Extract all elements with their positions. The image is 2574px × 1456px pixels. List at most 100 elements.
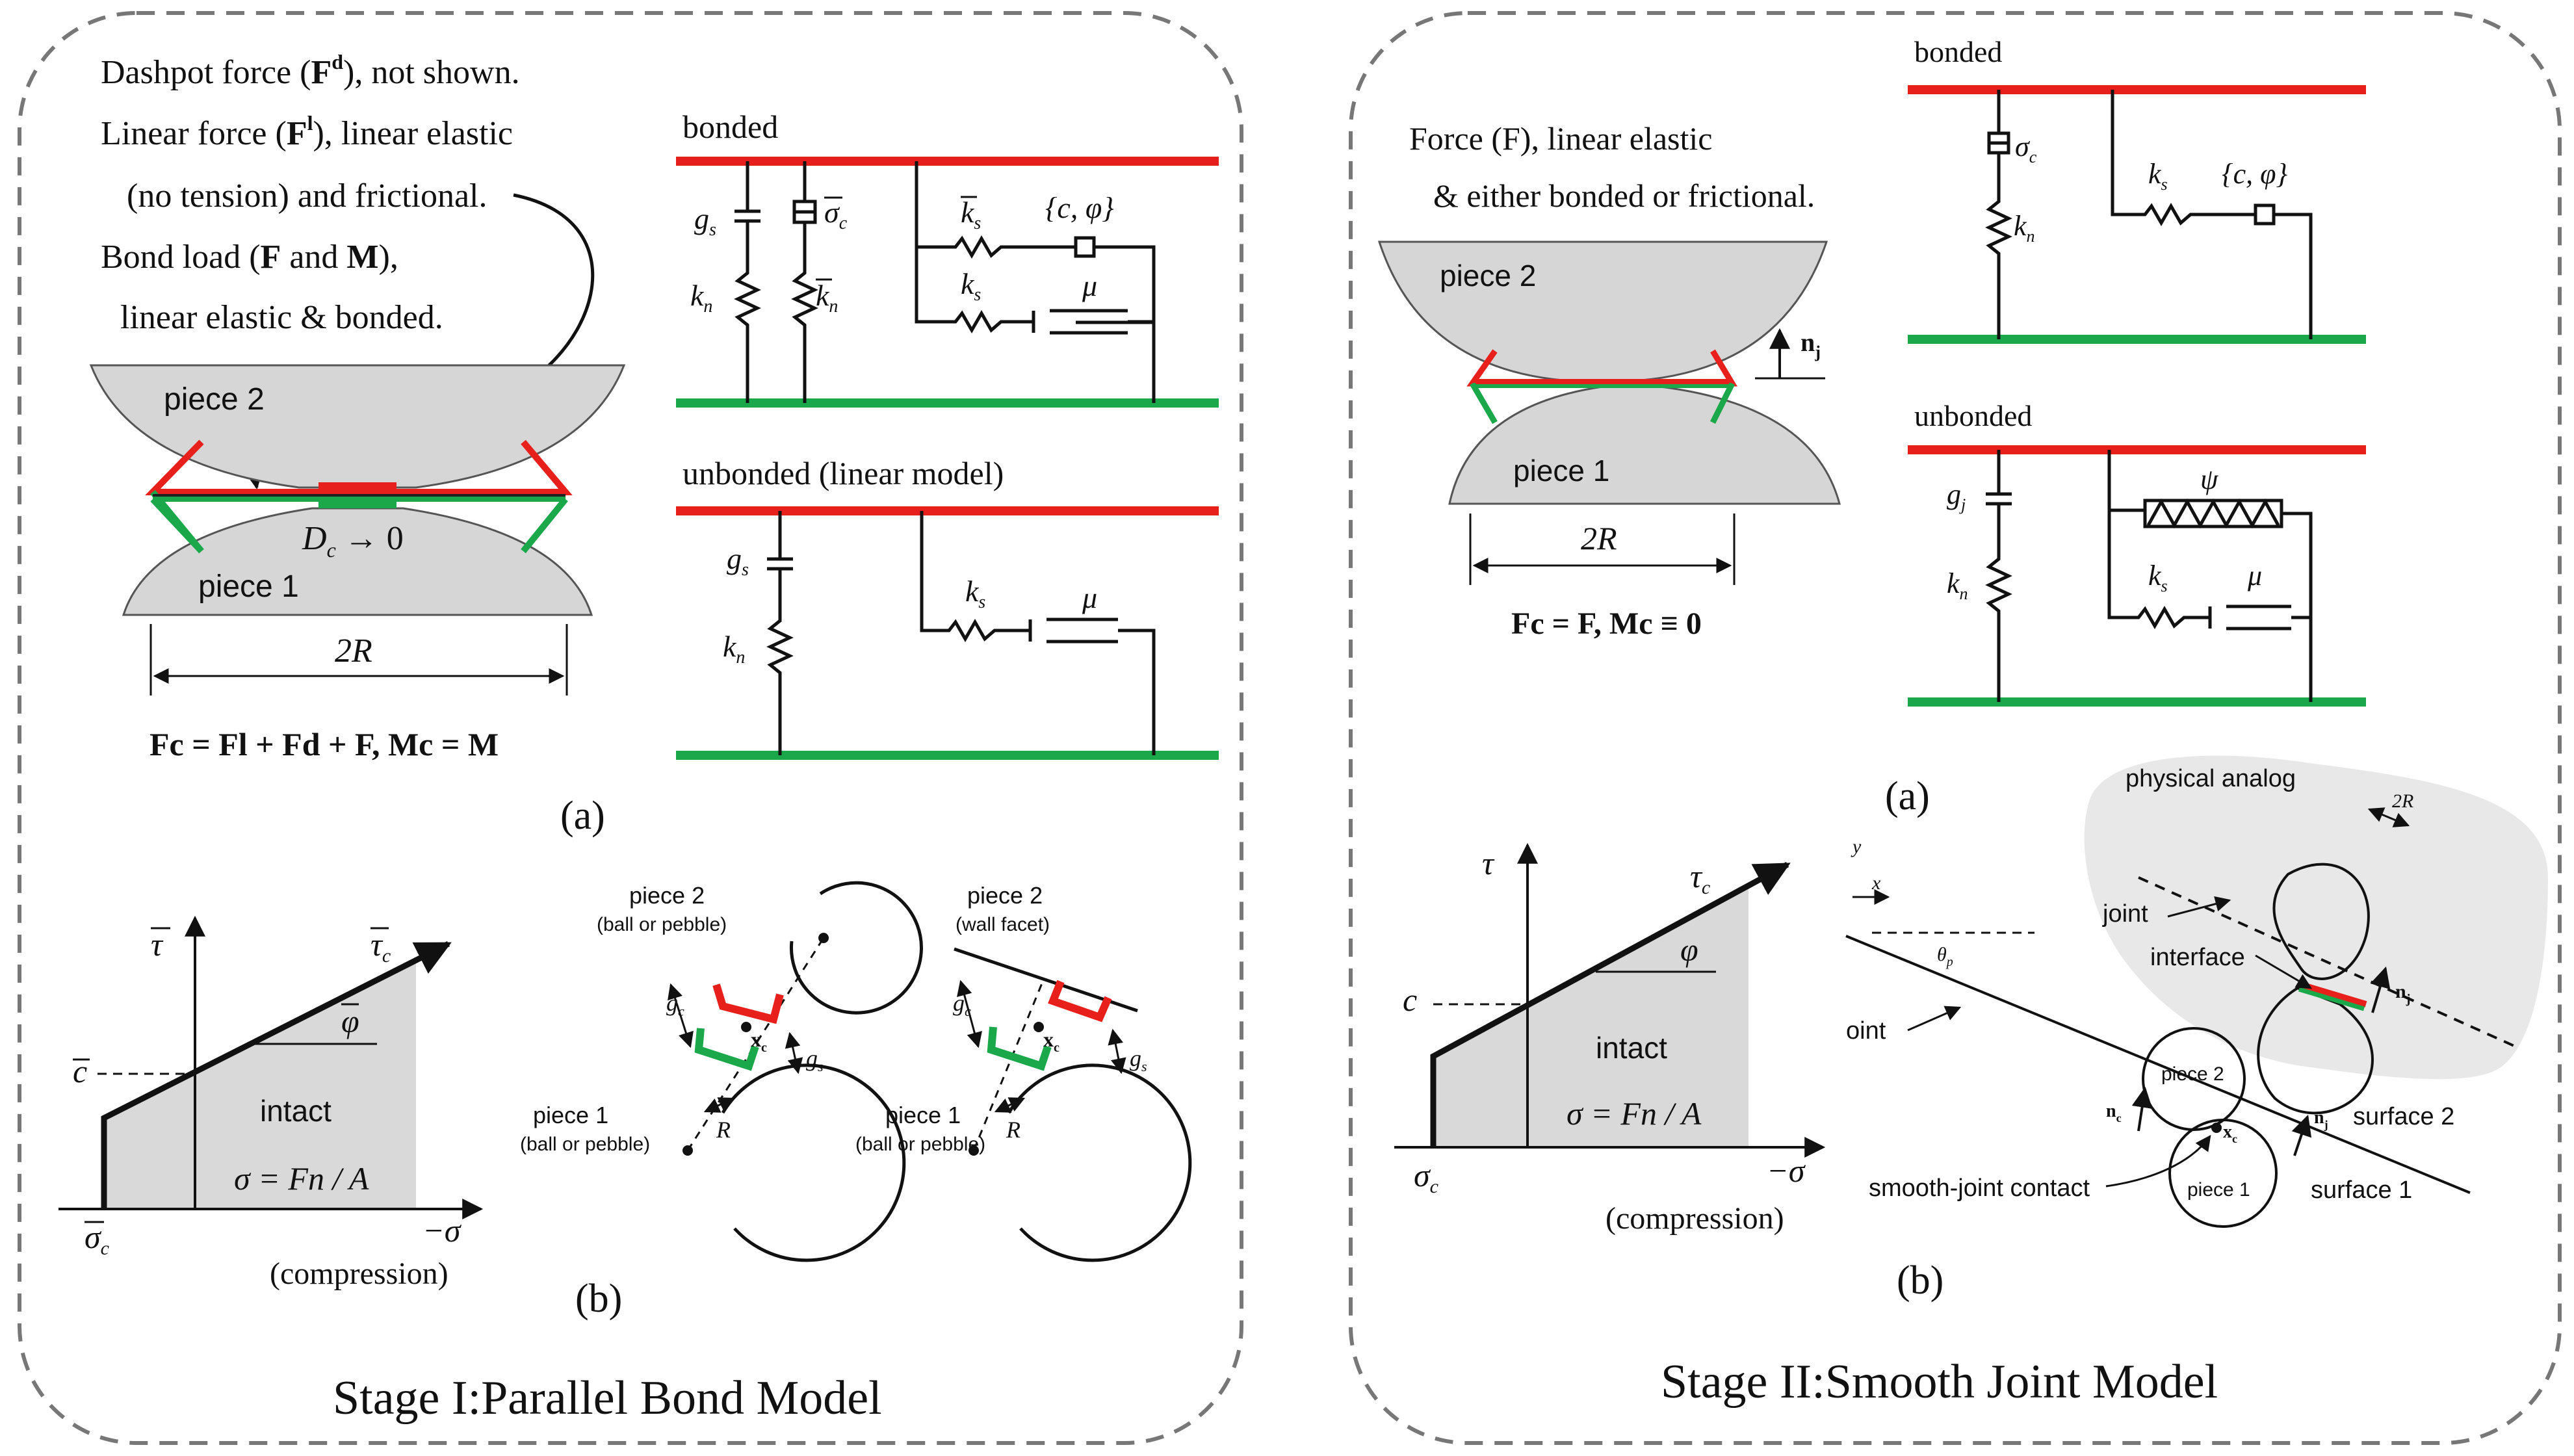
bond-green-block xyxy=(318,498,396,508)
svg-text:(compression): (compression) xyxy=(270,1256,448,1291)
svg-text:{c, φ}: {c, φ} xyxy=(2222,158,2287,190)
svg-text:physical analog: physical analog xyxy=(2126,765,2296,792)
svg-text:y: y xyxy=(1851,836,1862,857)
stage2-unbonded-labels: gj kn ψ ks μ xyxy=(1947,463,2262,603)
svg-text:gc: gc xyxy=(666,990,684,1019)
stage1-pieces: piece 2 piece 1 Dc → 0 xyxy=(89,364,626,616)
stage1-note-notension: (no tension) and frictional. xyxy=(127,177,488,214)
svg-text:σc: σc xyxy=(84,1219,109,1259)
stage2-border xyxy=(1349,11,2562,1445)
svg-text:(wall facet): (wall facet) xyxy=(956,914,1050,935)
svg-text:R: R xyxy=(716,1117,731,1143)
svg-text:ks: ks xyxy=(961,267,981,305)
stage1-notes: Dashpot force (Fd), not shown. Linear fo… xyxy=(101,50,520,336)
svg-text:kn: kn xyxy=(690,279,712,317)
svg-text:interface: interface xyxy=(2150,944,2245,971)
svg-text:θp: θp xyxy=(1937,944,1953,969)
stage2-bonded-labels: σc kn ks {c, φ} xyxy=(2014,131,2287,246)
svg-text:gs: gs xyxy=(1130,1045,1147,1074)
svg-text:piece 2: piece 2 xyxy=(2161,1063,2224,1085)
svg-text:μ: μ xyxy=(2247,560,2262,592)
svg-text:gs: gs xyxy=(727,542,749,580)
svg-text:τc: τc xyxy=(1690,858,1710,898)
svg-text:oint: oint xyxy=(1846,1017,1886,1045)
stage2-panel: Force (F), linear elastic & either bonde… xyxy=(1349,11,2562,1445)
svg-text:gs: gs xyxy=(806,1045,824,1074)
stage1-unbonded-circuit: unbonded (linear model) xyxy=(676,455,1219,760)
svg-text:2R: 2R xyxy=(335,632,372,670)
svg-text:2R: 2R xyxy=(1581,520,1617,556)
svg-text:(ball or pebble): (ball or pebble) xyxy=(855,1134,985,1155)
svg-text:μ: μ xyxy=(1082,581,1097,614)
stage1-unbonded-labels: gs kn ks μ xyxy=(723,542,1097,668)
svg-text:c: c xyxy=(73,1053,87,1089)
stage1-border xyxy=(18,11,1243,1445)
stage1-bonded-circuit: bonded xyxy=(676,109,1219,408)
svg-text:xc: xc xyxy=(2223,1122,2237,1145)
svg-text:piece 2: piece 2 xyxy=(1440,259,1536,292)
svg-text:bonded: bonded xyxy=(1914,35,2002,68)
svg-text:−σ: −σ xyxy=(1767,1152,1806,1189)
svg-text:ks: ks xyxy=(965,575,985,612)
svg-text:Bond load (F and M),: Bond load (F and M), xyxy=(101,239,398,276)
stage1-width-dim: 2R xyxy=(150,624,568,696)
svg-text:surface 2: surface 2 xyxy=(2353,1103,2454,1130)
svg-text:piece 2: piece 2 xyxy=(629,882,705,909)
svg-text:kn: kn xyxy=(2014,210,2035,246)
piece1-shape xyxy=(122,507,593,616)
svg-text:(ball or pebble): (ball or pebble) xyxy=(597,914,727,935)
svg-text:ks: ks xyxy=(2148,158,2168,194)
svg-text:σc: σc xyxy=(2015,131,2037,166)
stage1-piece2-label: piece 2 xyxy=(164,382,265,417)
stage2-joint-geom: physical analog nj 2R joint interface y … xyxy=(1845,755,2548,1228)
svg-text:unbonded (linear model): unbonded (linear model) xyxy=(682,455,1004,491)
svg-text:ks: ks xyxy=(2148,560,2168,595)
svg-text:gj: gj xyxy=(1947,478,1966,514)
svg-text:surface 1: surface 1 xyxy=(2311,1176,2412,1204)
svg-text:φ: φ xyxy=(1680,931,1698,968)
stage2-pieces: piece 2 piece 1 nj xyxy=(1377,240,1841,505)
svg-text:ψ: ψ xyxy=(2200,463,2218,495)
stage2-title: Stage II:Smooth Joint Model xyxy=(1661,1355,2218,1409)
svg-text:R: R xyxy=(1006,1117,1020,1143)
svg-text:kn: kn xyxy=(1947,567,1968,603)
svg-text:x: x xyxy=(1871,872,1881,894)
svg-text:(compression): (compression) xyxy=(1606,1201,1784,1236)
svg-text:xc: xc xyxy=(1043,1028,1060,1055)
stage2-bonded-circuit: bonded xyxy=(1908,35,2366,344)
stage1-ball-ball-geom: piece 2 (ball or pebble) piece 1 (ball o… xyxy=(520,881,923,1262)
svg-text:σ = Fn / A: σ = Fn / A xyxy=(234,1160,369,1197)
svg-text:piece 2: piece 2 xyxy=(967,882,1043,909)
stage1-title: Stage I:Parallel Bond Model xyxy=(333,1372,882,1425)
svg-text:τc: τc xyxy=(370,926,391,967)
svg-text:nj: nj xyxy=(2395,981,2410,1006)
stage1-sublabel-b: (b) xyxy=(575,1277,622,1321)
svg-text:σ = Fn / A: σ = Fn / A xyxy=(1566,1095,1702,1132)
stage2-equation: Fc = F, Mc ≡ 0 xyxy=(1511,606,1702,641)
svg-text:piece 1: piece 1 xyxy=(533,1102,608,1128)
svg-text:unbonded: unbonded xyxy=(1914,399,2032,432)
svg-text:Linear force (Fl), linear elas: Linear force (Fl), linear elastic xyxy=(101,111,513,152)
stage2-sublabel-a: (a) xyxy=(1885,774,1930,818)
stage1-equation: Fc = Fl + Fd + F, Mc = M xyxy=(150,726,499,762)
svg-text:bonded: bonded xyxy=(682,109,778,145)
svg-text:−σ: −σ xyxy=(422,1212,462,1249)
stage2-notes: Force (F), linear elastic & either bonde… xyxy=(1409,120,1815,214)
svg-text:& either bonded or frictional.: & either bonded or frictional. xyxy=(1433,177,1815,214)
svg-text:gs: gs xyxy=(694,202,716,240)
stage1-note-bonded: linear elastic & bonded. xyxy=(120,299,443,336)
stage1-envelope: τ τc c φ intact σ = Fn / A σc −σ (compre… xyxy=(58,915,484,1291)
svg-text:xc: xc xyxy=(751,1028,767,1055)
svg-text:kn: kn xyxy=(723,630,745,668)
svg-text:τ: τ xyxy=(1482,845,1495,881)
svg-text:smooth-joint contact: smooth-joint contact xyxy=(1869,1175,2090,1202)
svg-text:gc: gc xyxy=(953,990,971,1019)
svg-text:2R: 2R xyxy=(2392,790,2413,812)
stage2-unbonded-circuit: unbonded xyxy=(1908,399,2366,707)
svg-text:τ: τ xyxy=(151,926,164,963)
svg-text:(ball or pebble): (ball or pebble) xyxy=(520,1134,650,1155)
svg-text:φ: φ xyxy=(341,1003,359,1039)
svg-text:c: c xyxy=(1403,982,1417,1018)
svg-text:piece 1: piece 1 xyxy=(1513,454,1609,488)
